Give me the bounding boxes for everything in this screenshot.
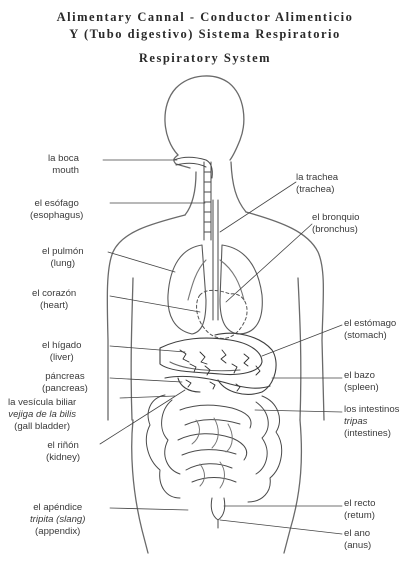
label-liver: el hígado (liver) xyxy=(42,340,81,364)
lungs xyxy=(167,244,263,335)
leader-lines xyxy=(99,159,343,535)
label-heart-en: (heart) xyxy=(40,300,69,312)
label-lung-es: el pulmón xyxy=(42,246,84,257)
label-heart: el corazón (heart) xyxy=(32,288,76,312)
label-rectum-es: el recto xyxy=(344,498,376,509)
label-bronchus: el bronquio (bronchus) xyxy=(312,212,359,236)
label-lung-en: (lung) xyxy=(50,258,76,270)
digestive-texture xyxy=(179,349,261,392)
label-bronchus-es: el bronquio xyxy=(312,212,360,223)
intestines xyxy=(145,394,283,503)
label-liver-es: el hígado xyxy=(42,340,82,351)
rectum xyxy=(210,497,226,529)
label-appendix-es: el apéndice xyxy=(33,502,83,513)
label-intestines-alt: tripas xyxy=(344,416,368,428)
label-esophagus-es: el esófago xyxy=(34,198,79,209)
label-anus: el ano (anus) xyxy=(344,528,371,552)
label-stomach-es: el estómago xyxy=(344,318,397,329)
label-spleen: el bazo (spleen) xyxy=(344,370,379,394)
heart xyxy=(196,289,248,339)
label-trachea: la trachea (trachea) xyxy=(296,172,338,196)
label-trachea-en: (trachea) xyxy=(296,184,335,196)
body-outline xyxy=(106,75,325,554)
label-intestines: los intestinos tripas (intestines) xyxy=(344,404,399,441)
label-mouth-en: mouth xyxy=(52,165,79,177)
label-anus-es: el ano xyxy=(344,528,371,539)
label-bronchus-en: (bronchus) xyxy=(312,224,358,236)
label-pancreas-es: páncreas xyxy=(45,371,85,382)
label-gall-bladder-en: (gall bladder) xyxy=(14,421,71,433)
label-rectum-en: (retum) xyxy=(344,510,375,522)
label-liver-en: (liver) xyxy=(49,352,74,364)
title-line-1: Alimentary Cannal - Conductor Alimentici… xyxy=(56,10,354,24)
label-appendix-en: (appendix) xyxy=(35,526,81,538)
label-lung: el pulmón (lung) xyxy=(42,246,84,270)
label-appendix-alt: tripita (slang) xyxy=(30,514,86,526)
title-line-2: Y (Tubo digestivo) Sistema Respiratorio xyxy=(69,27,341,41)
label-stomach: el estómago (stomach) xyxy=(344,318,396,342)
label-pancreas: páncreas (pancreas) xyxy=(42,371,88,395)
label-kidney-en: (kidney) xyxy=(46,452,81,464)
trachea-esophagus xyxy=(173,156,219,321)
label-heart-es: el corazón xyxy=(32,288,77,299)
label-gall-bladder: la vesícula biliar vejiga de la bilis (g… xyxy=(8,397,76,434)
label-mouth: la boca mouth xyxy=(48,153,79,177)
label-intestines-es: los intestinos xyxy=(344,404,400,415)
label-esophagus: el esófago (esophagus) xyxy=(30,198,83,222)
title-line-3: Respiratory System xyxy=(138,51,272,65)
label-spleen-en: (spleen) xyxy=(344,382,379,394)
label-spleen-es: el bazo xyxy=(344,370,375,381)
digestive-organs xyxy=(159,332,277,395)
label-esophagus-en: (esophagus) xyxy=(30,210,84,222)
label-intestines-en: (intestines) xyxy=(344,428,391,440)
label-anus-en: (anus) xyxy=(344,540,372,552)
label-trachea-es: la trachea xyxy=(296,172,339,183)
label-mouth-es: la boca xyxy=(48,153,79,164)
label-gall-bladder-alt: vejiga de la bilis xyxy=(8,409,76,421)
label-gall-bladder-es: la vesícula biliar xyxy=(8,397,77,408)
label-rectum: el recto (retum) xyxy=(344,498,375,522)
label-appendix: el apéndice tripita (slang) (appendix) xyxy=(30,502,85,539)
label-pancreas-en: (pancreas) xyxy=(42,383,88,395)
label-kidney-es: el riñón xyxy=(47,440,79,451)
label-stomach-en: (stomach) xyxy=(344,330,387,342)
label-kidney: el riñón (kidney) xyxy=(46,440,80,464)
